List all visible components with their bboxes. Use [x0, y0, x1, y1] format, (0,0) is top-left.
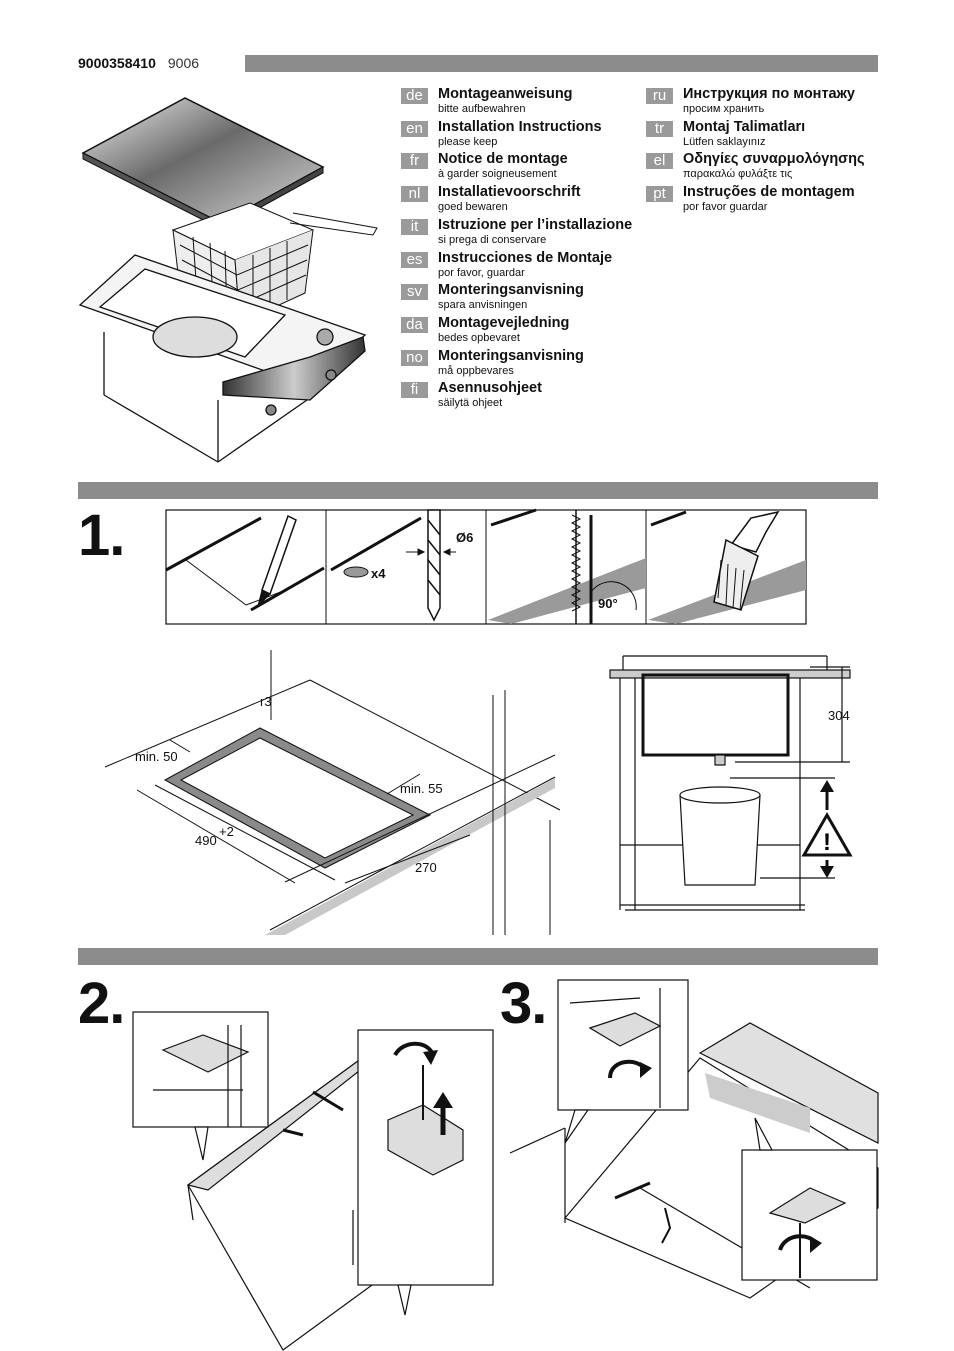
svg-text:!: ! — [823, 829, 831, 856]
language-title: Installation Instructions — [438, 118, 602, 135]
header-bar — [245, 55, 878, 72]
section-bar-2 — [78, 948, 878, 965]
language-code-badge: fr — [401, 153, 428, 170]
language-title: Montagevejledning — [438, 314, 570, 331]
language-subtitle: må oppbevares — [438, 364, 514, 377]
language-title: Asennusohjeet — [438, 380, 542, 397]
language-code-badge: ru — [646, 88, 673, 104]
language-title: Istruzione per l’installazione — [438, 216, 633, 233]
step3-illustration — [509, 979, 879, 1299]
language-subtitle: Lütfen saklayınız — [683, 135, 766, 148]
language-title: Installatievoorschrift — [438, 184, 581, 201]
min-right-label: min. 55 — [400, 781, 443, 796]
language-title: Instruções de montagem — [683, 184, 855, 201]
language-code-badge: it — [401, 218, 428, 235]
pencil-icon — [165, 514, 325, 612]
language-code-badge: da — [401, 316, 428, 333]
language-code-badge: sv — [401, 284, 428, 301]
warning-icon: ! — [801, 780, 853, 878]
language-code-badge: de — [401, 88, 428, 104]
step1-panels: Ø6 x4 90° — [165, 508, 807, 625]
language-code-badge: el — [646, 153, 673, 170]
language-code-badge: es — [401, 251, 428, 268]
language-code-badge: tr — [646, 120, 673, 137]
section-bar-1 — [78, 482, 878, 499]
language-code-badge: no — [401, 349, 428, 366]
language-title: Οδηγίες συναρμολόγησης — [683, 151, 865, 168]
language-title: Инструкция по монтажу — [683, 86, 855, 102]
language-title: Montaj Talimatları — [683, 118, 806, 135]
language-subtitle: bitte aufbewahren — [438, 103, 526, 115]
angle-label: 90° — [598, 596, 618, 611]
step-number-1: 1. — [78, 503, 125, 568]
language-subtitle: spara anvisningen — [438, 299, 528, 312]
width-label: 490 — [195, 833, 217, 848]
width-tolerance-label: +2 — [219, 824, 234, 839]
height-label: 304 — [828, 708, 850, 723]
language-subtitle: si prega di conservare — [438, 233, 547, 246]
language-subtitle: παρακαλώ φυλάξτε τις — [683, 168, 793, 181]
radius-label: r3 — [260, 694, 272, 709]
document-number: 9000358410 9006 — [78, 55, 199, 71]
doc-number: 9000358410 — [78, 55, 156, 71]
language-code-badge: nl — [401, 186, 428, 203]
step-number-3: 3. — [500, 971, 547, 1036]
rotate-arrow-icon — [393, 1041, 438, 1065]
language-subtitle: por favor guardar — [683, 201, 768, 214]
language-code-badge: en — [401, 120, 428, 137]
up-arrow-icon — [433, 1092, 453, 1135]
language-title: Monteringsanvisning — [438, 282, 584, 299]
language-subtitle: por favor, guardar — [438, 266, 525, 279]
language-subtitle: please keep — [438, 135, 498, 148]
drill-diameter-label: Ø6 — [456, 530, 473, 545]
saw-blade-icon — [488, 508, 646, 624]
rotate-arrow-icon — [608, 1059, 822, 1253]
depth-label: 270 — [415, 860, 437, 875]
language-subtitle: à garder soigneusement — [438, 168, 557, 181]
doc-version: 9006 — [167, 55, 200, 71]
language-subtitle: просим хранить — [683, 103, 765, 115]
cutout-diagram: r3 min. 50 min. 55 490 +2 270 — [104, 650, 561, 935]
brush-icon — [648, 510, 806, 624]
min-left-label: min. 50 — [135, 749, 178, 764]
step-number-2: 2. — [78, 971, 125, 1036]
language-code-badge: pt — [646, 186, 673, 203]
language-title: Monteringsanvisning — [438, 347, 584, 364]
count-label: x4 — [371, 566, 386, 581]
step2-illustration — [132, 1011, 494, 1351]
language-title: Instrucciones de Montaje — [438, 249, 613, 266]
language-title: Notice de montage — [438, 151, 568, 168]
language-code-badge: fi — [401, 382, 428, 399]
language-subtitle: bedes opbevaret — [438, 331, 520, 344]
language-subtitle: säilytä ohjeet — [438, 397, 503, 410]
language-subtitle: goed bewaren — [438, 201, 508, 214]
fryer-illustration — [78, 97, 378, 463]
language-title: Montageanweisung — [438, 86, 573, 102]
drill-bit-icon — [330, 509, 456, 622]
cabinet-side-view: ! 304 — [609, 655, 853, 911]
